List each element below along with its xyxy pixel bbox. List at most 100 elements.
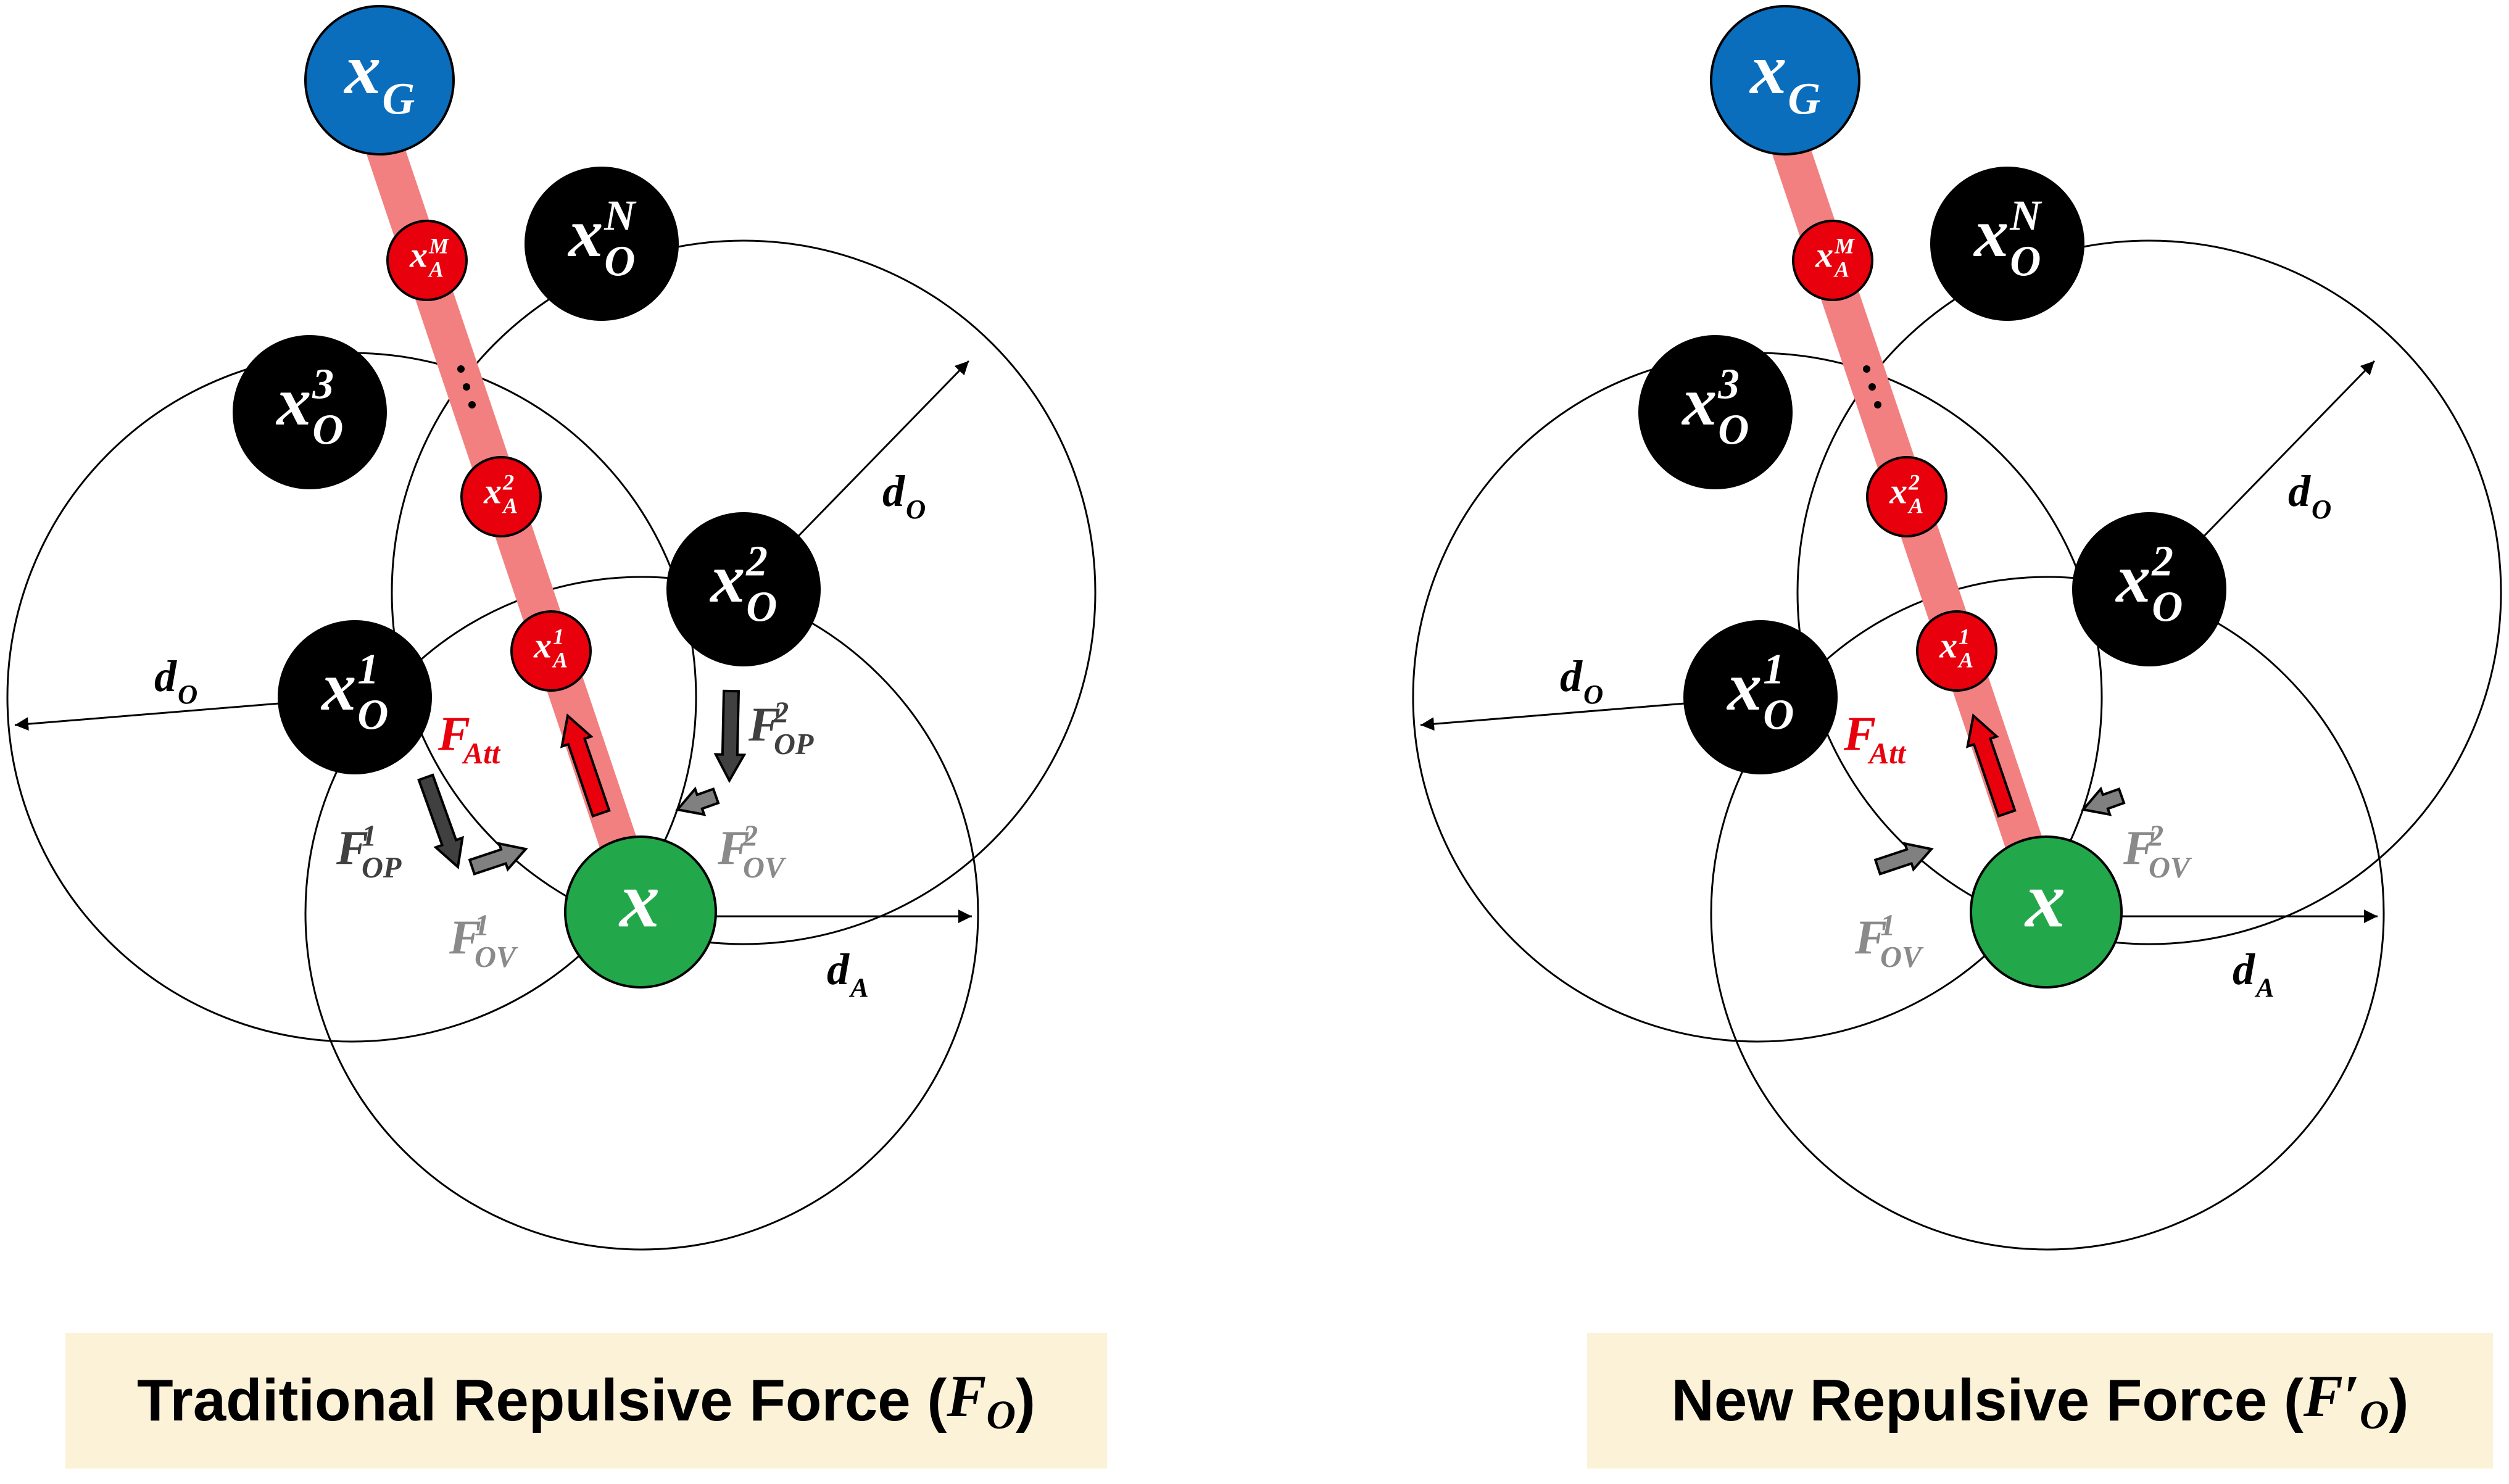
f-ov1-label-sup: 1: [1880, 909, 1895, 942]
f-att-label-sub: Att: [462, 737, 501, 770]
caption-text: New Repulsive Force (: [1671, 1367, 2304, 1433]
obstacle-node-2-label-base: x: [709, 541, 745, 617]
obstacle-node-2-label-sup: 2: [2151, 538, 2173, 586]
agent-node-disc: [1970, 835, 2123, 989]
attractor-node-1-label-sup: 1: [553, 624, 564, 649]
caption-close: ): [1016, 1367, 1035, 1433]
continuation-dot-1: [1863, 365, 1870, 373]
ov-force-arrow-2: [2081, 786, 2126, 816]
f-op1-label-base: F: [336, 821, 368, 874]
agent-node: x: [564, 835, 717, 989]
f-ov1-label-sub: OV: [1880, 941, 1924, 974]
agent-node-label-base: x: [2024, 855, 2065, 944]
f-att-label-sub: Att: [1867, 737, 1907, 770]
attractive-force-arrow: [1965, 713, 2017, 818]
attractor-node-m-disc: [1792, 220, 1873, 301]
attractor-node-m-label-base: x: [409, 234, 428, 275]
caption-math: F′O: [2304, 1362, 2389, 1439]
obstacle-node-1-label-sub: O: [1763, 692, 1794, 739]
attractor-node-m-label-sub: A: [428, 257, 444, 282]
obstacle-node-1-disc: [278, 620, 432, 774]
op-force-arrow-2: [713, 689, 747, 784]
obstacle-node-n-label-sup: N: [2009, 193, 2042, 240]
d-o-label-2-base: d: [2288, 466, 2311, 516]
f-ov2-label-base: F: [717, 821, 750, 874]
caption-symbol: F: [2303, 1363, 2343, 1430]
d-o-label-2-base: d: [882, 466, 905, 516]
attractive-force-arrow: [560, 713, 611, 818]
goal-node-label-sub: G: [1788, 73, 1820, 123]
attractor-node-1-disc: [510, 610, 592, 692]
attractor-node-1-label-base: x: [1939, 625, 1957, 665]
d-a-label-sub: A: [2254, 972, 2275, 1003]
obstacle-node-2-label-sub: O: [746, 584, 777, 631]
attractor-node-2-disc: [1866, 456, 1947, 537]
d-o-label-1-sub: O: [178, 679, 197, 710]
f-ov1-label-sup: 1: [475, 909, 489, 942]
ov-force-arrow-1: [468, 842, 528, 876]
f-att-label-base: F: [1843, 707, 1876, 760]
attractor-node-1-label-base: x: [533, 625, 552, 665]
f-op2-label-base: F: [748, 697, 781, 751]
attractor-node-2-label-base: x: [1889, 471, 1907, 511]
attractor-node-m-label-sub: A: [1833, 257, 1849, 282]
d-o-label-1-base: d: [1560, 652, 1583, 701]
obstacle-node-1-label-sup: 1: [357, 646, 379, 694]
caption-close: ): [2389, 1367, 2409, 1433]
continuation-dot-3: [1874, 401, 1881, 408]
obstacle-node-1-label-sup: 1: [1763, 646, 1785, 694]
goal-node-label-base: x: [343, 28, 381, 109]
obstacle-node-1-disc: [1683, 620, 1838, 774]
goal-node-label-sub: G: [382, 73, 415, 123]
obstacle-range-circle-2: [391, 239, 1097, 945]
obstacle-node-2-label-base: x: [2115, 541, 2150, 617]
attractor-node-2-label-sup: 2: [1908, 470, 1920, 494]
d-o-label-2-sub: O: [906, 494, 926, 524]
attractor-node-1-label-sup: 1: [1959, 624, 1970, 649]
agent-node-label: x: [2024, 855, 2065, 944]
obstacle-node-n-label-sub: O: [604, 238, 635, 286]
obstacle-node-3-disc: [1638, 335, 1793, 489]
caption-subscript: O: [2359, 1393, 2389, 1438]
obstacle-node-1-label-base: x: [1726, 649, 1762, 725]
attractor-node-2-label-sub: A: [502, 494, 518, 518]
continuation-dot-2: [463, 383, 470, 391]
attractor-node-m-disc: [386, 220, 468, 301]
goal-node-disc: [304, 5, 455, 155]
agent-node-label-base: x: [618, 855, 660, 944]
obstacle-node-3-disc: [233, 335, 387, 489]
obstacle-node-3-label-sup: 3: [312, 361, 334, 408]
agent-range-circle: [1710, 576, 2385, 1251]
goal-node-disc: [1710, 5, 1860, 155]
attractor-node-m-label-base: x: [1815, 234, 1833, 275]
obstacle-node-n-label-base: x: [567, 195, 603, 272]
obstacle-node-3-label-base: x: [275, 363, 311, 440]
obstacle-node-2-disc: [2072, 512, 2226, 666]
attractor-node-1-disc: [1916, 610, 1997, 692]
caption-math: FO: [947, 1362, 1016, 1439]
